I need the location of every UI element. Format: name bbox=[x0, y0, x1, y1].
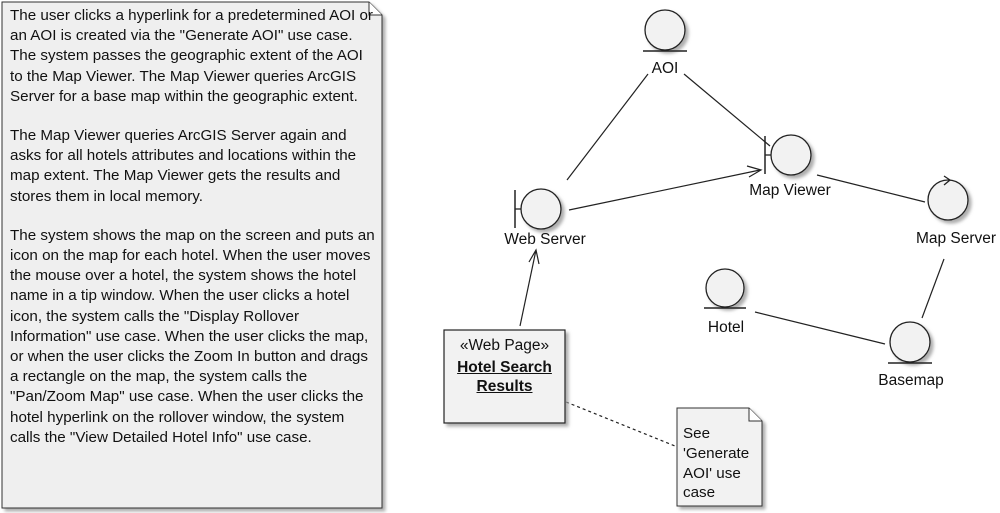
web-page-class: «Web Page» Hotel Search Results bbox=[446, 334, 563, 396]
map-server-label: Map Server bbox=[915, 230, 997, 247]
web-page-box[interactable] bbox=[443, 329, 566, 424]
web-server-label: Web Server bbox=[504, 231, 586, 248]
basemap-label: Basemap bbox=[878, 372, 944, 389]
anchor-webpage-note bbox=[565, 401, 681, 449]
description-paragraph-2: The Map Viewer queries ArcGIS Server aga… bbox=[10, 127, 357, 205]
web-page-name-line1: Hotel Search bbox=[457, 359, 552, 376]
hotel-entity-icon[interactable] bbox=[704, 268, 746, 309]
web-page-name-line2: Results bbox=[476, 378, 533, 395]
aoi-entity-icon[interactable] bbox=[643, 9, 687, 52]
basemap-entity-icon[interactable] bbox=[888, 321, 932, 364]
side-note-text: See 'Generate AOI' use case bbox=[683, 425, 750, 502]
link-mapserver-basemap bbox=[921, 258, 945, 319]
link-aoi-mapviewer bbox=[683, 73, 771, 147]
link-webpage-webserver bbox=[519, 249, 537, 327]
description-paragraph-3: The system shows the map on the screen a… bbox=[10, 226, 375, 446]
web-server-boundary-icon[interactable] bbox=[514, 188, 562, 230]
map-viewer-boundary-icon[interactable] bbox=[764, 134, 812, 176]
side-note bbox=[676, 407, 763, 507]
arrowhead-mapviewer bbox=[746, 165, 763, 178]
description-note bbox=[1, 1, 383, 509]
link-hotel-basemap bbox=[754, 311, 886, 345]
map-server-control-icon[interactable] bbox=[927, 175, 969, 221]
web-page-stereotype: «Web Page» bbox=[459, 337, 550, 354]
hotel-label: Hotel bbox=[707, 319, 745, 336]
description-text: The user clicks a hyperlink for a predet… bbox=[10, 6, 375, 448]
map-viewer-label: Map Viewer bbox=[749, 182, 831, 199]
link-webserver-mapviewer bbox=[568, 169, 761, 211]
description-paragraph-1: The user clicks a hyperlink for a predet… bbox=[10, 7, 373, 105]
arrowhead-webserver bbox=[528, 248, 540, 265]
link-mapviewer-mapserver bbox=[816, 174, 926, 203]
aoi-label: AOI bbox=[651, 60, 679, 77]
link-aoi-webserver bbox=[566, 73, 649, 181]
